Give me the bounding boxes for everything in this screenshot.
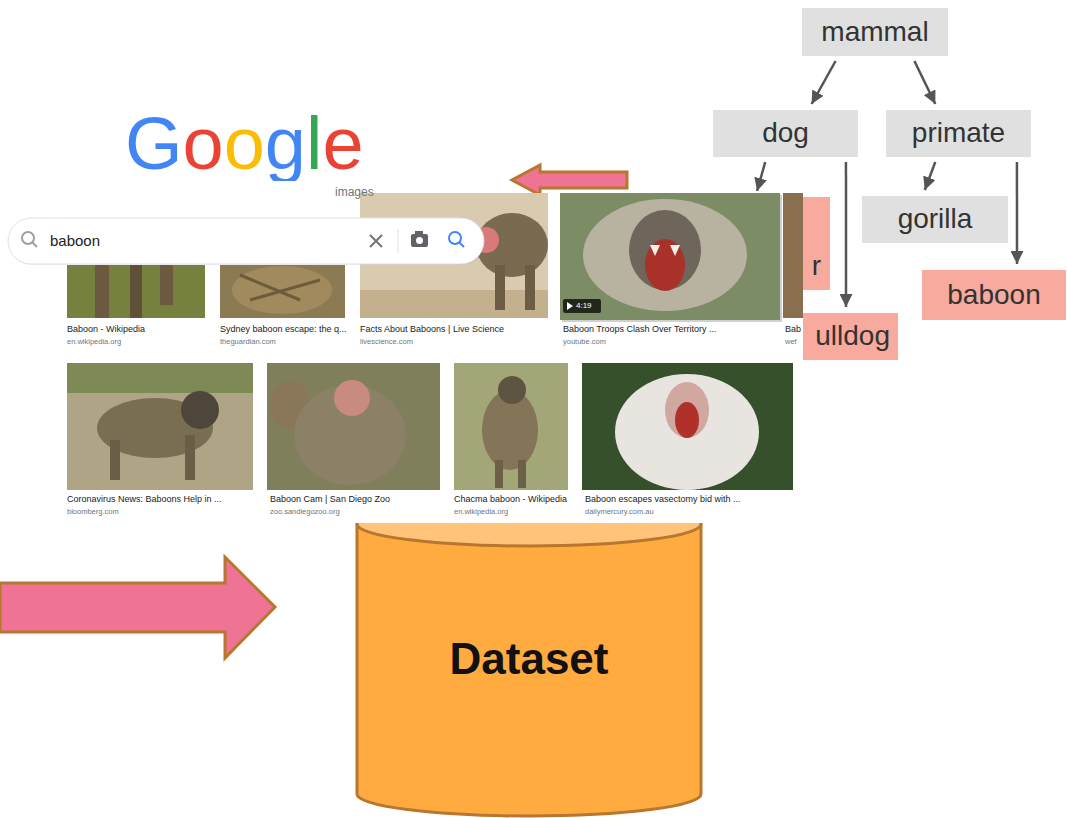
- result-source: en.wikipedia.org: [454, 507, 508, 516]
- thumbnail: [67, 363, 253, 490]
- thumbnail: [267, 363, 440, 490]
- hierarchy-arrow: [914, 61, 935, 104]
- thumbnail: [130, 265, 142, 318]
- thumbnail: [67, 265, 205, 318]
- database-cylinder: Dataset: [355, 500, 703, 818]
- thumbnail: [67, 363, 253, 393]
- thumbnail: [95, 265, 109, 318]
- thumbnail: [783, 193, 803, 318]
- hierarchy-arrow: [757, 162, 765, 191]
- hierarchy-arrow: [925, 162, 936, 190]
- thumbnail: [220, 265, 345, 318]
- result-title: Chacma baboon - Wikipedia: [454, 494, 567, 505]
- result-source: youtube.com: [563, 337, 606, 346]
- separator: [398, 229, 399, 253]
- result-title: Baboon Troops Clash Over Territory ...: [563, 324, 716, 335]
- thumbnail: [67, 363, 253, 490]
- thumbnail: [110, 440, 120, 480]
- thumbnail: [583, 199, 747, 311]
- taxonomy-box: dog: [713, 110, 858, 157]
- thumbnail: [560, 193, 782, 322]
- block-arrow: [0, 557, 275, 658]
- clear-icon: [370, 235, 382, 247]
- thumbnail: [232, 266, 332, 314]
- thumbnail: [518, 460, 526, 488]
- thumbnail: [181, 391, 219, 429]
- search-query: baboon: [50, 231, 100, 251]
- result-source: dailymercury.com.au: [585, 507, 654, 516]
- node-label: dog: [762, 118, 809, 149]
- search-box: [8, 218, 484, 264]
- thumbnail: [334, 380, 370, 416]
- result-title: Coronavirus News: Baboons Help in ...: [67, 494, 222, 505]
- hierarchy-arrow: [1016, 162, 1019, 264]
- node-label: ulldog: [815, 321, 890, 352]
- thumbnail: [185, 435, 195, 480]
- thumbnail: [615, 374, 759, 490]
- node-label: baboon: [947, 280, 1040, 311]
- result-title: Baboon Cam | San Diego Zoo: [270, 494, 390, 505]
- node-label: Dataset: [450, 635, 609, 683]
- thumbnail: [665, 382, 709, 438]
- result-source: theguardian.com: [220, 337, 276, 346]
- cylinder-body: [357, 502, 701, 816]
- thumbnail: [495, 265, 505, 310]
- thumbnail: [454, 363, 568, 490]
- taxonomy-box: gorilla: [862, 196, 1008, 243]
- logo-subtitle: images: [335, 185, 374, 199]
- node-label: r: [812, 251, 821, 282]
- thumbnail: [220, 265, 345, 318]
- result-source: livescience.com: [360, 337, 413, 346]
- thumbnail: [498, 376, 526, 404]
- thumbnail: [267, 363, 440, 490]
- taxonomy-box: primate: [886, 110, 1031, 157]
- result-source: bloomberg.com: [67, 507, 119, 516]
- thumbnail: [629, 210, 701, 290]
- camera-icon: [416, 237, 423, 244]
- node-label: mammal: [821, 17, 928, 48]
- thumbnail: [560, 193, 780, 320]
- video-duration: 4:19: [576, 299, 592, 313]
- taxonomy-box: mammal: [802, 8, 948, 56]
- result-title: Baboon - Wikipedia: [67, 324, 145, 335]
- logo: Google: [125, 107, 364, 181]
- result-title: Sydney baboon escape: the q...: [220, 324, 347, 335]
- hierarchy-arrow: [812, 61, 836, 104]
- leaf-box: baboon: [922, 270, 1066, 320]
- node-label: primate: [912, 118, 1005, 149]
- thumbnail: [582, 363, 793, 490]
- thumbnail: [675, 402, 699, 438]
- thumbnail: [645, 239, 685, 291]
- result-source: zoo.sandiegozoo.org: [270, 507, 340, 516]
- block-arrow: [512, 165, 627, 195]
- result-source: en.wikipedia.org: [67, 337, 121, 346]
- thumbnail: [240, 275, 320, 300]
- thumbnail: [783, 193, 803, 318]
- thumbnail: [495, 460, 503, 488]
- camera-icon: [415, 231, 423, 235]
- node-label: gorilla: [898, 204, 973, 235]
- video-badge: [563, 299, 601, 313]
- thumbnail: [67, 265, 205, 318]
- result-source: wef: [785, 337, 797, 346]
- result-title: Baboon escapes vasectomy bid with ...: [585, 494, 741, 505]
- search-icon: [32, 242, 37, 247]
- search-button: [459, 242, 464, 247]
- search-box: [8, 218, 485, 265]
- hierarchy-arrow: [845, 162, 848, 307]
- thumbnail: [160, 265, 173, 305]
- result-title: Bab: [785, 324, 801, 335]
- result-title: Facts About Baboons | Live Science: [360, 324, 504, 335]
- thumbnail: [650, 245, 680, 256]
- thumbnail: [582, 363, 793, 490]
- camera-icon: [411, 234, 428, 247]
- thumbnail: [454, 363, 568, 490]
- thumbnail: [360, 290, 548, 318]
- thumbnail: [525, 265, 535, 310]
- search-box: [9, 219, 485, 265]
- play-icon: [567, 302, 573, 310]
